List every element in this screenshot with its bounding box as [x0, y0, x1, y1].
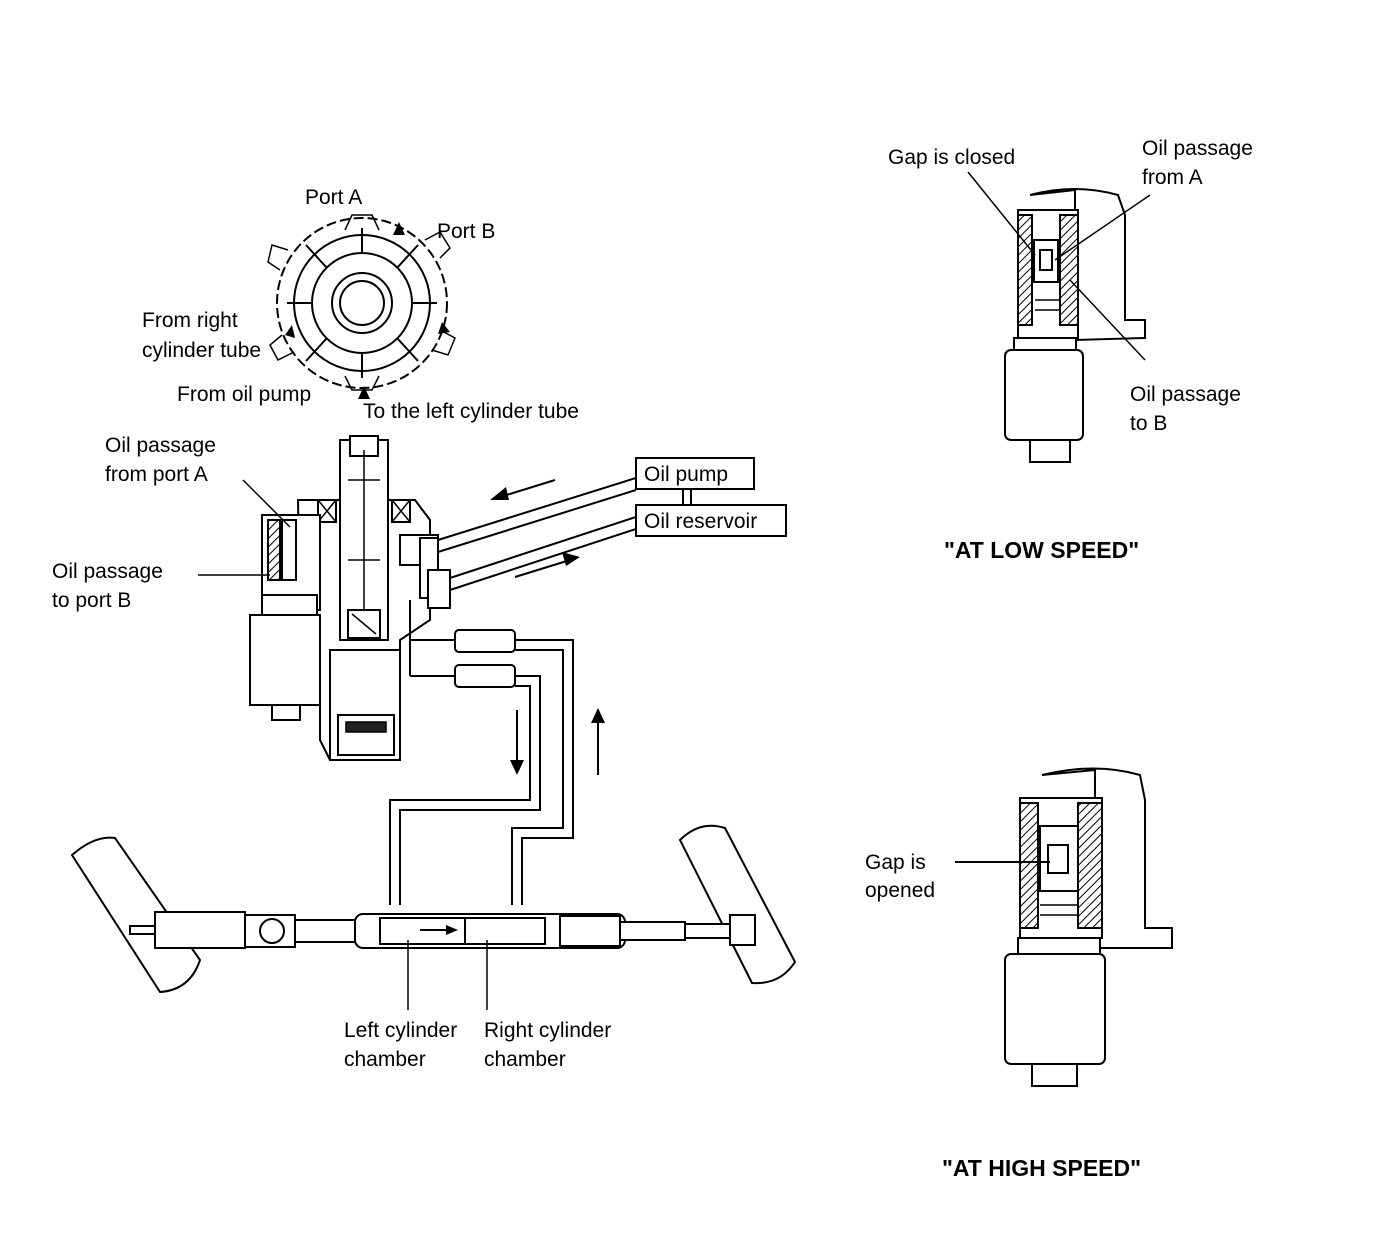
from-right-cylinder-label-2: cylinder tube	[142, 339, 261, 362]
port-b-label: Port B	[437, 220, 495, 243]
gap-is-opened-label-1: Gap is	[865, 851, 926, 874]
rotary-valve-cross-section	[267, 214, 456, 399]
from-right-cylinder-label-1: From right	[142, 309, 238, 332]
oil-passage-to-port-b-label-1: Oil passage	[52, 560, 163, 583]
low-speed-caption: "AT LOW SPEED"	[944, 537, 1139, 563]
from-oil-pump-label: From oil pump	[177, 383, 311, 406]
oil-passage-to-port-b-label-2: to port B	[52, 589, 131, 612]
left-cylinder-chamber-label-2: chamber	[344, 1048, 426, 1071]
steering-rack	[70, 824, 797, 1010]
oil-passage-from-port-a-label-2: from port A	[105, 463, 208, 486]
steering-gear-box	[249, 435, 516, 761]
gap-is-closed-label: Gap is closed	[888, 146, 1015, 169]
oil-passage-to-b-label-1: Oil passage	[1130, 383, 1241, 406]
oil-passage-from-port-a-label-1: Oil passage	[105, 434, 216, 457]
labels: Port A Port B From right cylinder tube F…	[52, 137, 1253, 1181]
oil-passage-to-b-label-2: to B	[1130, 412, 1167, 435]
right-cylinder-chamber-label-1: Right cylinder	[484, 1019, 611, 1042]
low-speed-valve	[967, 171, 1151, 463]
gap-is-opened-label-2: opened	[865, 879, 935, 902]
oil-pump-box	[635, 457, 755, 490]
right-cylinder-chamber-label-2: chamber	[484, 1048, 566, 1071]
oil-reservoir-box	[635, 504, 787, 537]
flow-arrows	[490, 479, 605, 775]
oil-passage-from-a-label-2: from A	[1142, 166, 1203, 189]
port-a-label: Port A	[305, 186, 362, 209]
high-speed-valve	[955, 767, 1173, 1087]
oil-passage-from-a-label-1: Oil passage	[1142, 137, 1253, 160]
oil-pump-label: Oil pump	[644, 463, 728, 486]
to-left-cylinder-label: To the left cylinder tube	[363, 400, 579, 423]
high-speed-caption: "AT HIGH SPEED"	[942, 1155, 1141, 1181]
left-cylinder-chamber-label-1: Left cylinder	[344, 1019, 457, 1042]
cylinder-pipes	[389, 639, 574, 905]
pump-hoses	[437, 477, 692, 591]
oil-reservoir-label: Oil reservoir	[644, 510, 757, 533]
